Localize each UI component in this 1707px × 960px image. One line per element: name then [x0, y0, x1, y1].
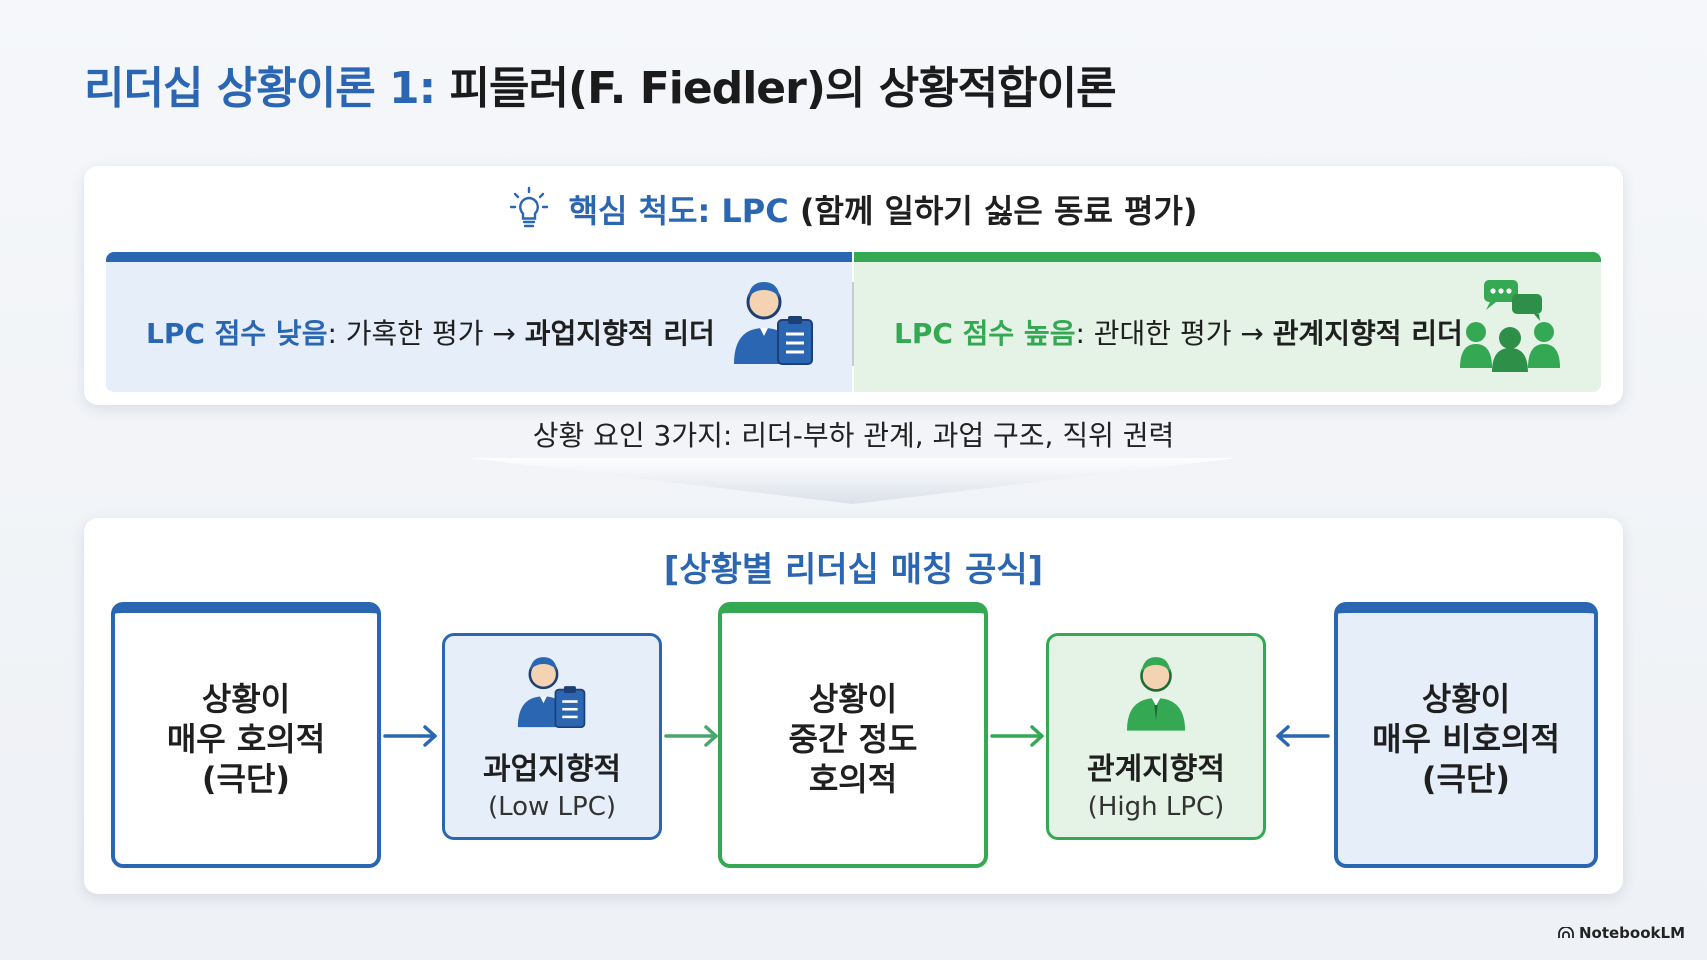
arrow-left-icon: [1274, 724, 1330, 752]
relation-leader-icon: [1115, 652, 1197, 738]
matching-heading: [상황별 리더십 매칭 공식]: [663, 550, 1044, 590]
lpc-heading-accent: 핵심 척도: LPC: [568, 192, 789, 230]
lpc-high-panel: LPC 점수 높음: 관대한 평가 → 관계지향적 리더: [854, 252, 1601, 392]
situation-moderate-box: 상황이 중간 정도 호의적: [718, 602, 988, 868]
lpc-low-desc: : 가혹한 평가 →: [327, 317, 525, 350]
situation-unfavorable-line3: (극단): [1421, 759, 1511, 798]
brand-text: NotebookLM: [1578, 924, 1685, 942]
situation-favorable-line2: 매우 호의적: [166, 719, 326, 758]
task-leader-icon: [511, 652, 593, 738]
lpc-heading: 핵심 척도: LPC (함께 일하기 싫은 동료 평가): [84, 186, 1623, 238]
situation-favorable-line1: 상황이: [201, 679, 291, 718]
arrow-right-icon: [383, 724, 439, 752]
task-leader-name: 과업지향적: [483, 751, 621, 787]
lpc-card: 핵심 척도: LPC (함께 일하기 싫은 동료 평가) LPC 점수 낮음: …: [84, 166, 1623, 405]
funnel-shape: [470, 458, 1237, 508]
matching-card: [상황별 리더십 매칭 공식] 상황이 매우 호의적 (극단) 과업지향적 (L…: [84, 518, 1623, 894]
task-oriented-box: 과업지향적 (Low LPC): [442, 633, 662, 840]
leader-with-clipboard-icon: [726, 276, 822, 376]
lpc-low-label: LPC 점수 낮음: [146, 317, 328, 350]
situation-moderate-line1: 상황이: [808, 679, 898, 718]
situation-favorable-line3: (극단): [201, 759, 291, 798]
situation-favorable-box: 상황이 매우 호의적 (극단): [111, 602, 381, 868]
situation-unfavorable-line1: 상황이: [1421, 679, 1511, 718]
group-chat-icon: [1458, 276, 1562, 376]
relationship-oriented-box: 관계지향적 (High LPC): [1046, 633, 1266, 840]
task-leader-sub: (Low LPC): [487, 791, 617, 822]
title-accent: 리더십 상황이론 1:: [84, 63, 436, 114]
brand-watermark: NotebookLM: [1557, 924, 1685, 942]
panel-divider: [852, 282, 855, 366]
lpc-low-result: 과업지향적 리더: [524, 317, 715, 350]
lightbulb-icon: [509, 186, 549, 238]
arrow-right-icon: [664, 724, 720, 752]
situation-moderate-line2: 중간 정도: [788, 719, 918, 758]
situation-unfavorable-line2: 매우 비호의적: [1372, 719, 1560, 758]
situation-unfavorable-box: 상황이 매우 비호의적 (극단): [1334, 602, 1598, 868]
lpc-low-panel: LPC 점수 낮음: 가혹한 평가 → 과업지향적 리더: [106, 252, 852, 392]
page-title: 리더십 상황이론 1: 피들러(F. Fiedler)의 상황적합이론: [84, 52, 1117, 116]
arrow-right-icon: [990, 724, 1046, 752]
lpc-high-label: LPC 점수 높음: [894, 317, 1076, 350]
relation-leader-sub: (High LPC): [1087, 791, 1225, 822]
situation-moderate-line3: 호의적: [808, 759, 898, 798]
notebooklm-logo-icon: [1557, 924, 1579, 942]
lpc-low-text: LPC 점수 낮음: 가혹한 평가 → 과업지향적 리더: [146, 312, 715, 352]
lpc-high-result: 관계지향적 리더: [1272, 317, 1463, 350]
lpc-heading-rest: (함께 일하기 싫은 동료 평가): [799, 192, 1198, 230]
lpc-high-desc: : 관대한 평가 →: [1075, 317, 1273, 350]
lpc-high-text: LPC 점수 높음: 관대한 평가 → 관계지향적 리더: [894, 312, 1463, 352]
title-rest: 피들러(F. Fiedler)의 상황적합이론: [449, 63, 1117, 114]
situational-factors: 상황 요인 3가지: 리더-부하 관계, 과업 구조, 직위 권력: [532, 419, 1175, 452]
relation-leader-name: 관계지향적: [1087, 751, 1225, 787]
